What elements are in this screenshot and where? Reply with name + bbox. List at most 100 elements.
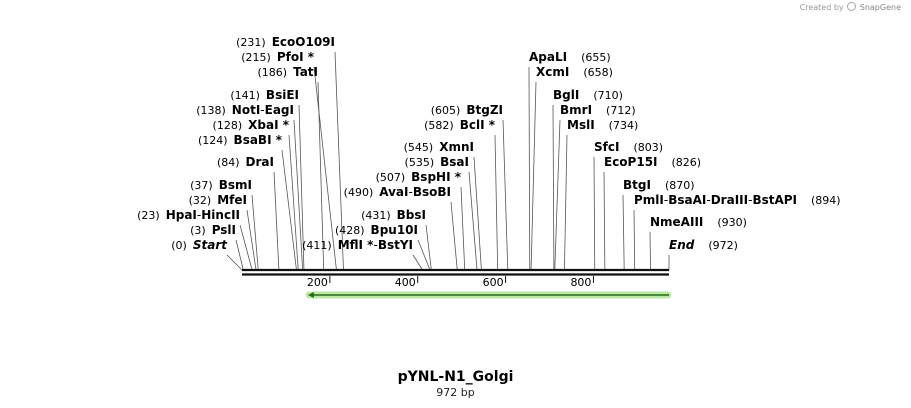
- site-position: (710): [593, 89, 623, 102]
- sequence-length: 972 bp: [436, 386, 475, 399]
- ruler-tick-label: 200: [307, 276, 328, 289]
- sequence-backbone: [242, 268, 669, 276]
- site-position: (3): [190, 224, 206, 237]
- enzyme-name: HpaI: [166, 208, 197, 222]
- site-position: (655): [581, 51, 611, 64]
- site-label-bcli: (582)BclI *: [424, 118, 496, 132]
- name-separator: -: [260, 103, 264, 117]
- name-separator: -: [409, 185, 413, 199]
- site-label-pmli: (894)PmlI - BsaAI - DraIII - BstAPI: [634, 193, 841, 207]
- site-position: (490): [344, 186, 374, 199]
- site-position: (84): [217, 156, 240, 169]
- leader-line-bbsi: [425, 224, 432, 271]
- snapgene-logo-icon: [847, 2, 857, 11]
- enzyme-name: BtgI: [623, 178, 651, 192]
- name-separator: -: [748, 193, 752, 207]
- ruler-tick-label: 400: [395, 276, 416, 289]
- leader-line-drai: [273, 171, 280, 271]
- leader-line-btgi: [622, 194, 625, 271]
- site-position: (870): [665, 179, 695, 192]
- enzyme-name: PmlI: [634, 193, 664, 207]
- name-separator: -: [664, 193, 668, 207]
- site-label-apali: (655) ApaLI: [529, 50, 611, 64]
- enzyme-name: BspHI *: [411, 170, 462, 184]
- leader-line-psli: [235, 239, 244, 271]
- enzyme-name: Bpu10I: [371, 223, 418, 237]
- site-label-bbsi: (431)BbsI: [361, 208, 426, 222]
- enzyme-name: DraIII: [711, 193, 748, 207]
- site-position: (428): [335, 224, 365, 237]
- site-label-xbai: (128) XbaI *: [213, 118, 290, 132]
- site-label-avai: (490)AvaI - BsoBI: [344, 185, 451, 199]
- enzyme-name: BsmI: [219, 178, 252, 192]
- site-label-noti: (138)NotI - EagI: [196, 103, 294, 117]
- site-label-xmni: (545) XmnI: [404, 140, 474, 154]
- site-label-mfli: (411)MflI * - BstYI: [302, 238, 413, 252]
- leader-line-bsmi: [251, 194, 259, 271]
- enzyme-name: DraI: [246, 155, 274, 169]
- site-label-sfci: (803) SfcI: [594, 140, 663, 154]
- enzyme-name: MfeI: [217, 193, 247, 207]
- site-position: (545): [404, 141, 434, 154]
- site-label-bgli: (710)BglI: [553, 88, 623, 102]
- enzyme-name: BstAPI: [752, 193, 797, 207]
- site-label-mfei: (32)MfeI: [189, 193, 247, 207]
- leader-line-bsai: [468, 171, 478, 271]
- snapgene-credit: Created by SnapGene: [800, 2, 901, 12]
- site-position: (734): [609, 119, 639, 132]
- site-position: (826): [672, 156, 702, 169]
- enzyme-name: BstYI: [378, 238, 413, 252]
- enzyme-name: XmnI: [439, 140, 474, 154]
- site-label-nmeaiii: (930)NmeAIII: [650, 215, 747, 229]
- leader-line-ecop15i: [603, 171, 606, 271]
- enzyme-name: PslI: [212, 223, 236, 237]
- leader-line-bsiei: [298, 104, 305, 271]
- enzyme-name: HincII: [201, 208, 240, 222]
- site-label-btgzi: (605)BtgZI: [431, 103, 503, 117]
- leader-lines: [226, 51, 670, 271]
- leader-line-ecoo109i: [334, 51, 344, 271]
- site-position: (582): [424, 119, 454, 132]
- leader-line-bsabi: [281, 149, 297, 271]
- feature-arrow: [305, 291, 671, 299]
- leader-line-mfli: [412, 254, 423, 271]
- leader-line-sfci: [593, 156, 596, 271]
- site-label-end: (972)End: [669, 238, 738, 252]
- enzyme-name: BsaBI *: [234, 133, 283, 147]
- site-position: (215): [241, 51, 271, 64]
- site-position: (124): [198, 134, 228, 147]
- enzyme-name: MslI: [567, 118, 595, 132]
- enzyme-name: BsaAI: [668, 193, 706, 207]
- enzyme-name: ApaLI: [529, 50, 567, 64]
- leader-line-apali: [528, 66, 531, 271]
- site-position: (186): [257, 66, 287, 79]
- site-label-bsai: (535)BsaI: [405, 155, 469, 169]
- enzyme-name: MflI *: [338, 238, 374, 252]
- enzyme-name: TatI: [293, 65, 318, 79]
- enzyme-name: XbaI *: [248, 118, 290, 132]
- enzyme-name: NotI: [232, 103, 261, 117]
- enzyme-name: BsoBI: [413, 185, 451, 199]
- site-position: (930): [717, 216, 747, 229]
- enzyme-name: SfcI: [594, 140, 619, 154]
- name-separator: -: [706, 193, 710, 207]
- site-label-xcmi: (658)XcmI: [536, 65, 613, 79]
- site-position: (411): [302, 239, 332, 252]
- site-label-pfoi: (215)PfoI *: [241, 50, 314, 64]
- map-title: pYNL-N1_Golgi: [397, 369, 514, 385]
- leader-line-pfoi: [313, 66, 337, 271]
- leader-line-bpu10i: [417, 239, 431, 271]
- enzyme-name: BmrI: [560, 103, 592, 117]
- leader-line-bgli: [552, 104, 555, 271]
- site-label-ecop15i: (826)EcoP15I: [604, 155, 701, 169]
- ruler-tick-label: 600: [483, 276, 504, 289]
- feature-arrowhead-icon: [307, 292, 314, 298]
- site-position: (231): [236, 36, 266, 49]
- site-label-btgi: (870) BtgI: [623, 178, 695, 192]
- credit-brand: SnapGene: [859, 3, 901, 12]
- leader-line-bcli: [494, 134, 499, 271]
- site-position: (128): [213, 119, 243, 132]
- credit-prefix: Created by: [799, 3, 844, 12]
- site-position: (803): [633, 141, 663, 154]
